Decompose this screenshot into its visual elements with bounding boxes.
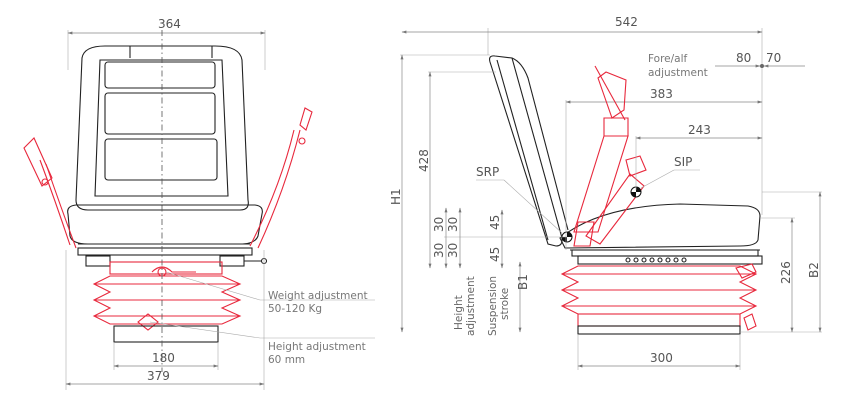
dim-243: 243	[688, 123, 711, 137]
dim-80: 80	[736, 51, 751, 65]
weight-adjustment-range: 50-120 Kg	[268, 303, 322, 315]
dim-30-b: 30	[446, 217, 460, 232]
height-knob	[137, 313, 159, 331]
armrest-right	[249, 107, 313, 249]
label-h1: H1	[389, 188, 403, 205]
weight-knob	[151, 266, 196, 273]
height-adj-side-2: adjustment	[465, 276, 477, 336]
seat-cushion	[67, 204, 263, 256]
suspension-bellows	[92, 275, 242, 331]
dim-45-a: 45	[488, 215, 502, 230]
side-bellows	[560, 265, 758, 327]
height-adjustment-range: 60 mm	[268, 354, 305, 366]
label-srp: SRP	[476, 165, 499, 179]
suspension-side-2: stroke	[499, 288, 511, 320]
rail-block-left	[85, 255, 111, 267]
dim-180: 180	[152, 351, 175, 365]
dim-300: 300	[650, 351, 673, 365]
side-armrest	[573, 65, 647, 247]
slide-rail	[577, 255, 763, 265]
seat-backrest	[75, 45, 249, 211]
dim-379: 379	[147, 369, 170, 383]
height-adjustment-label: Height adjustment	[268, 341, 366, 353]
label-sip: SIP	[674, 155, 692, 169]
weight-adjustment-label: Weight adjustment	[268, 290, 368, 302]
fore-aft-label-2: adjustment	[648, 67, 708, 79]
dim-45-b: 45	[488, 247, 502, 262]
front-view: 364	[23, 17, 375, 390]
dim-30-d: 30	[446, 243, 460, 258]
height-adj-side: Height	[453, 295, 465, 330]
fore-aft-lever	[735, 263, 757, 279]
dim-30-c: 30	[432, 243, 446, 258]
label-b1: B1	[516, 274, 530, 290]
label-b2: B2	[807, 262, 821, 278]
dim-428: 428	[417, 149, 431, 172]
rail-holes	[625, 257, 687, 263]
dim-70: 70	[766, 51, 781, 65]
side-base	[577, 325, 741, 335]
dim-364: 364	[158, 17, 181, 31]
suspension-side: Suspension	[487, 276, 499, 336]
rail-block-right	[219, 255, 245, 267]
dim-226: 226	[779, 261, 793, 284]
armrest-left	[23, 137, 77, 249]
base-plate	[113, 325, 219, 343]
side-view: 542 Fore/alf adjustment 80 70 383 243	[389, 15, 822, 370]
fore-aft-label: Fore/alf	[648, 53, 688, 65]
dim-383: 383	[650, 87, 673, 101]
dim-542: 542	[615, 15, 638, 29]
dim-30-a: 30	[432, 217, 446, 232]
